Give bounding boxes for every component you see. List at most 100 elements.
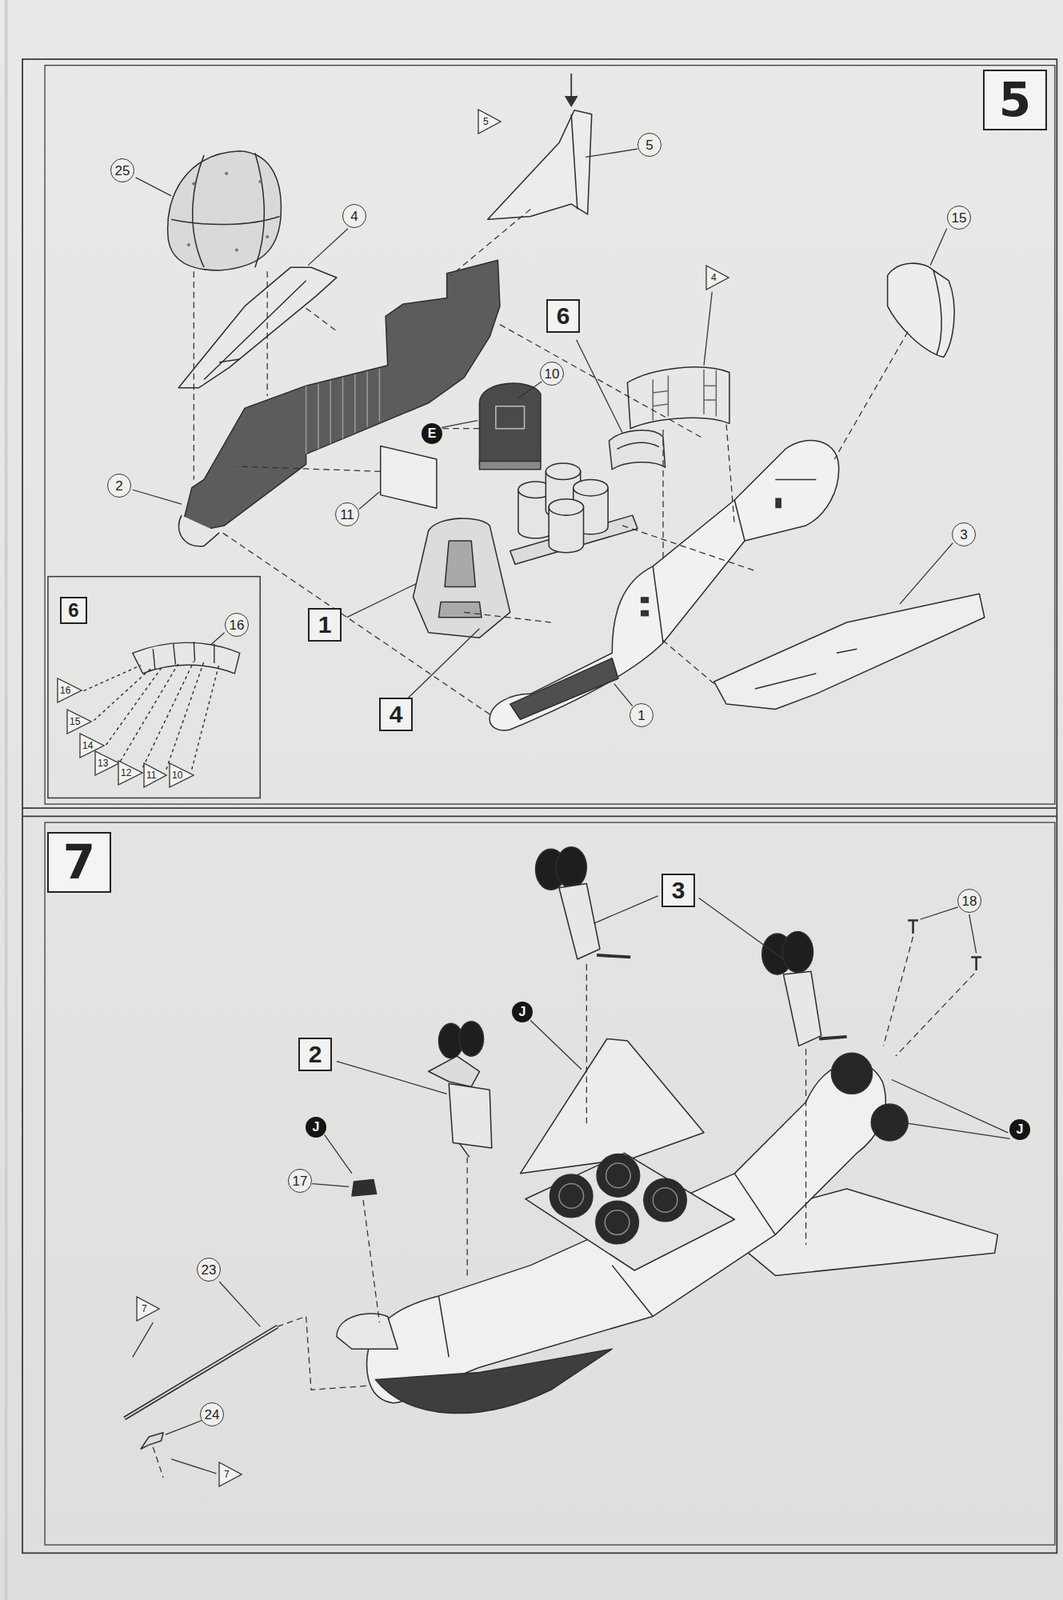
step-5-parts-shape — [617, 442, 660, 449]
subassembly-number: 6 — [556, 303, 571, 328]
subassembly-number: 1 — [318, 612, 332, 637]
step-5-parts-shape — [755, 648, 858, 689]
paint-code: J — [519, 1005, 527, 1019]
step-5-leader-lines-shape — [565, 95, 578, 107]
step-5-parts-shape-shape — [573, 479, 608, 496]
step-7-parts-shape-shape — [549, 1174, 593, 1218]
step-5-parts-shape-shape — [775, 497, 782, 508]
step-7-parts-shape — [140, 1432, 164, 1449]
step-5-parts-shape — [413, 518, 511, 638]
step-7-parts-shape — [448, 1083, 492, 1148]
step-7-parts-shape — [124, 1326, 278, 1419]
page-frame-shape — [22, 59, 1057, 1553]
step-5-parts-shape — [306, 367, 380, 454]
callout-circle: 23 — [196, 1257, 221, 1282]
step-5-parts-shape — [479, 383, 541, 464]
step-5-parts-shape — [510, 658, 619, 720]
step-5-parts-shape — [179, 515, 220, 547]
step-7-parts-shape — [555, 847, 587, 888]
step-7-parts-shape — [525, 1152, 735, 1271]
callout-number: 16 — [229, 618, 245, 632]
step-7-guide-lines-shape — [152, 936, 975, 1478]
step-7-parts-shape — [596, 955, 631, 958]
callout-circle: 15 — [947, 205, 972, 230]
step-7-parts-shape — [459, 1142, 470, 1158]
flag-triangle-shape — [118, 760, 143, 785]
flag-triangle — [477, 108, 502, 135]
step-7-parts-shape — [907, 920, 919, 935]
subassembly-number: 2 — [308, 1042, 323, 1067]
callout-number: 2 — [115, 479, 123, 493]
decal-number: 7 — [141, 1303, 148, 1314]
callout-circle: 25 — [110, 158, 135, 183]
page-frame-shape — [4, 0, 8, 1600]
decal-flag: 7 — [135, 1295, 160, 1322]
callout-number: 23 — [201, 1262, 217, 1277]
flag-triangle — [135, 1295, 160, 1322]
subassembly-box: 2 — [298, 1037, 332, 1071]
step-5-parts-shape-shape — [545, 463, 580, 480]
paint-code: E — [427, 427, 437, 440]
step-7-parts-shape — [783, 971, 822, 1046]
step-7-parts-shape — [819, 1036, 847, 1040]
decal-flag: 15 — [66, 708, 92, 735]
callout-number: 17 — [292, 1174, 308, 1188]
decal-number: 5 — [483, 116, 489, 127]
callout-number: 18 — [962, 894, 978, 908]
subassembly-number: 6 — [67, 600, 79, 620]
decal-flag: 12 — [117, 759, 144, 786]
decal-flag: 16 — [56, 677, 83, 704]
decal-flag: 13 — [94, 750, 120, 776]
decal-number: 11 — [146, 770, 156, 780]
step-7-parts-shape — [459, 1021, 484, 1056]
callout-number: 10 — [544, 367, 560, 381]
decal-number: 4 — [711, 272, 717, 283]
page-frame-shape — [22, 807, 1057, 809]
flag-triangle — [218, 1461, 243, 1487]
step-7-parts-shape — [831, 1052, 872, 1094]
step-7-parts-shape — [559, 883, 600, 960]
color-drop: E — [421, 423, 443, 444]
step-7-parts-shape — [351, 1178, 377, 1195]
step-7-parts-shape — [375, 1348, 612, 1413]
page-frame-shape — [44, 822, 1056, 1545]
step-number-box: 7 — [47, 831, 112, 893]
subassembly-box: 4 — [379, 697, 413, 732]
step-5-parts-shape-shape — [640, 596, 649, 604]
assembly-guide-lines-shape — [193, 208, 908, 714]
step-7-parts-shape-shape — [559, 1183, 584, 1209]
step-7-parts-shape-shape — [652, 1187, 678, 1213]
step-5-parts-shape-shape — [258, 179, 262, 184]
flag-triangle-shape — [169, 763, 194, 788]
step-7-leader-lines-shape — [132, 895, 1011, 1474]
callout-circle: 18 — [957, 888, 982, 913]
flag-triangle-shape — [706, 265, 729, 290]
step-7-parts-shape — [124, 1326, 278, 1419]
flag-triangle-shape — [95, 751, 120, 776]
subassembly-box: 6 — [59, 596, 88, 624]
callout-circle: 16 — [224, 612, 249, 637]
step-5-parts-shape — [652, 479, 816, 643]
step-7-parts-shape — [782, 931, 813, 973]
step-5-leader-lines-shape — [132, 148, 953, 706]
color-drop: J — [511, 1001, 533, 1023]
page-frame-shape — [47, 576, 260, 799]
callout-circle: 17 — [287, 1168, 312, 1193]
step-5-leader-lines — [132, 73, 953, 707]
step-7-parts-shape-shape — [595, 1200, 640, 1244]
inset-6-parts-shape — [83, 661, 220, 770]
step-5-parts-shape — [640, 497, 782, 616]
step-7-parts-shape — [428, 1055, 480, 1087]
callout-circle: 2 — [107, 473, 132, 498]
step-5-parts-shape — [571, 114, 578, 210]
decal-flag: 10 — [168, 762, 195, 788]
callout-number: 5 — [645, 138, 653, 152]
callout-number: 11 — [339, 507, 355, 522]
decal-number: 15 — [69, 716, 80, 727]
color-drop: J — [1009, 1118, 1031, 1140]
step-5-parts-shape — [167, 151, 282, 271]
step-7-parts-shape — [519, 1038, 704, 1173]
step-5-parts-shape — [178, 267, 337, 388]
flag-triangle-shape — [57, 678, 82, 703]
